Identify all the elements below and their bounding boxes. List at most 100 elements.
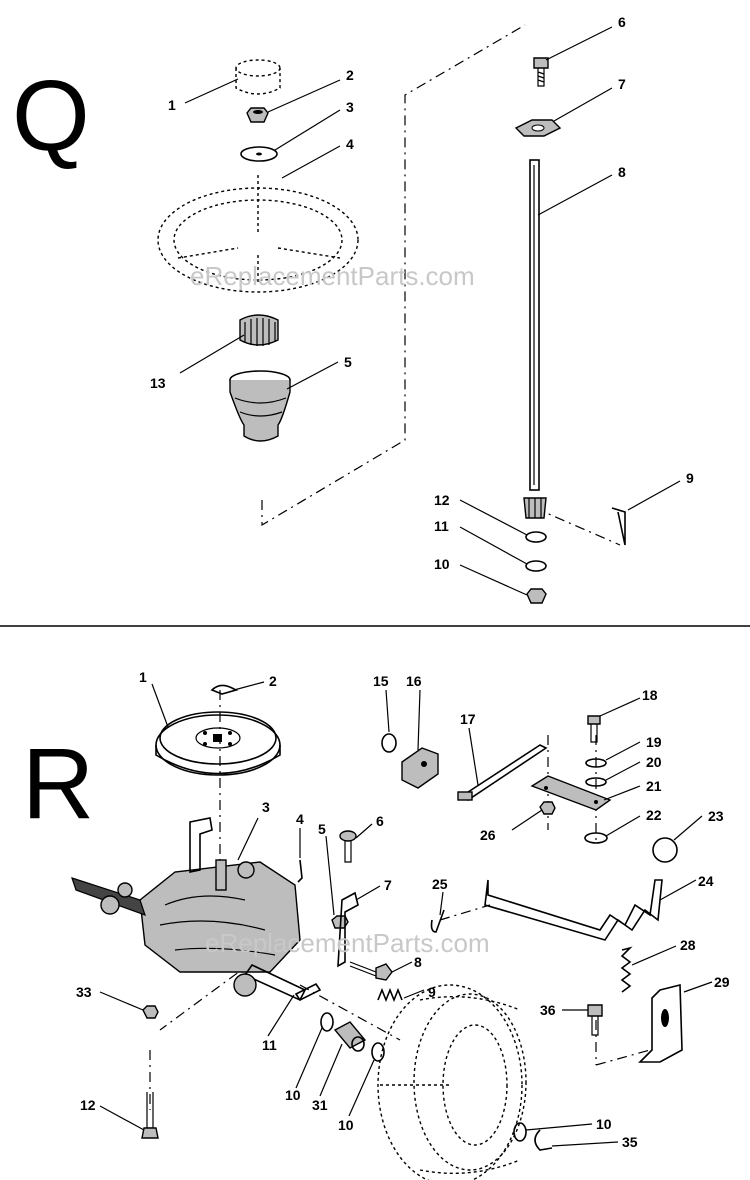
transaxle [71,817,307,1002]
callout-r-8: 8 [414,954,422,970]
callout-q-4: 4 [346,136,354,152]
callout-r-6: 6 [376,813,384,829]
callout-q-2: 2 [346,67,354,83]
callout-r-31: 31 [312,1097,328,1113]
transmission-pulley [155,711,281,776]
carriage-bolt-6 [339,830,357,863]
callout-r-20: 20 [646,754,662,770]
callout-r-10-b: 10 [338,1117,354,1133]
hex-bolt-12 [141,1092,159,1139]
callout-r-15: 15 [373,673,389,689]
washer-10b [371,1042,385,1062]
callout-q-5: 5 [344,354,352,370]
pinion-gear [523,497,547,519]
extension-spring-9 [377,987,403,1003]
shift-knob [652,837,678,863]
splined-adapter [239,314,279,346]
washer-12 [525,531,547,543]
washer-10c [513,1122,527,1142]
callout-r-11: 11 [262,1037,277,1053]
mounting-bracket-16 [401,747,439,789]
bracket-29 [638,983,683,1063]
callout-r-25: 25 [432,876,448,892]
callout-r-7: 7 [384,877,392,893]
callout-q-10: 10 [434,556,450,572]
callouts-r: 1 2 15 16 17 18 19 20 21 26 22 23 3 4 5 … [76,669,730,1150]
retaining-ring [525,560,547,572]
callout-q-7: 7 [618,76,626,92]
callout-r-28: 28 [680,937,696,953]
callout-r-35: 35 [622,1134,638,1150]
leader-lines-r [99,681,713,1147]
callout-r-19: 19 [646,734,662,750]
leader-lines-q [179,26,681,596]
woodruff-key [294,982,322,1002]
callout-r-16: 16 [406,673,422,689]
callout-r-23: 23 [708,808,724,824]
hairpin-25 [430,909,445,933]
hex-nut-26 [539,801,556,815]
lock-nut [526,588,547,604]
washer-22 [584,832,608,844]
callout-r-5: 5 [318,821,326,837]
section-letter-r: R [22,728,94,840]
spacer-31 [333,1021,367,1052]
e-clip-35 [534,1129,553,1151]
callout-r-12: 12 [80,1097,96,1113]
callout-r-26: 26 [480,827,496,843]
steering-cap [235,59,281,95]
steering-boot [229,370,291,442]
callout-r-10-c: 10 [596,1116,612,1132]
steering-wheel [157,175,359,293]
callout-q-3: 3 [346,99,354,115]
callout-r-29: 29 [714,974,730,990]
section-letter-q: Q [12,60,90,172]
hex-bolt-18 [587,715,601,743]
washer-19 [585,758,607,768]
callout-r-24: 24 [698,873,714,889]
section-r: R [22,669,730,1180]
callout-r-3: 3 [262,799,270,815]
callout-r-33: 33 [76,984,92,1000]
callout-r-36: 36 [540,1002,556,1018]
section-q: Q [12,14,694,604]
callout-r-21: 21 [646,778,662,794]
plate-21 [530,775,612,811]
shift-lever [484,879,663,941]
callout-r-22: 22 [646,807,662,823]
callout-q-11: 11 [434,518,449,534]
shoulder-bolt-36 [587,1004,603,1036]
washer [240,146,278,162]
callout-q-9: 9 [686,470,694,486]
washer-15 [381,733,397,753]
callout-r-10-a: 10 [285,1087,301,1103]
watermark-bottom: eReplacementParts.com [205,928,490,958]
watermark-top: eReplacementParts.com [190,261,475,291]
steering-shaft-bolt [533,57,549,87]
callout-q-12: 12 [434,492,450,508]
callout-r-1: 1 [139,669,147,685]
retaining-clip [210,684,239,695]
control-rod-17 [457,744,548,801]
callout-q-13: 13 [150,375,166,391]
steering-shaft [529,159,540,491]
callout-q-6: 6 [618,14,626,30]
flange-bearing [514,119,562,137]
washer-10a [320,1012,334,1032]
callout-r-4: 4 [296,811,304,827]
callout-q-8: 8 [618,164,626,180]
bracket-7 [337,891,359,968]
callout-r-18: 18 [642,687,658,703]
callout-r-2: 2 [269,673,277,689]
washer-20 [585,777,607,787]
rear-wheel [377,984,527,1180]
callout-r-9: 9 [428,984,436,1000]
roll-pin [611,507,626,546]
spring-pin [297,859,303,883]
callouts-q: 1 2 3 4 13 5 6 7 8 9 12 11 10 [150,14,694,572]
hex-bolt-8 [349,961,393,981]
hex-nut-33 [142,1005,159,1019]
callout-q-1: 1 [168,97,176,113]
assembly-line-q-rod [534,507,621,546]
